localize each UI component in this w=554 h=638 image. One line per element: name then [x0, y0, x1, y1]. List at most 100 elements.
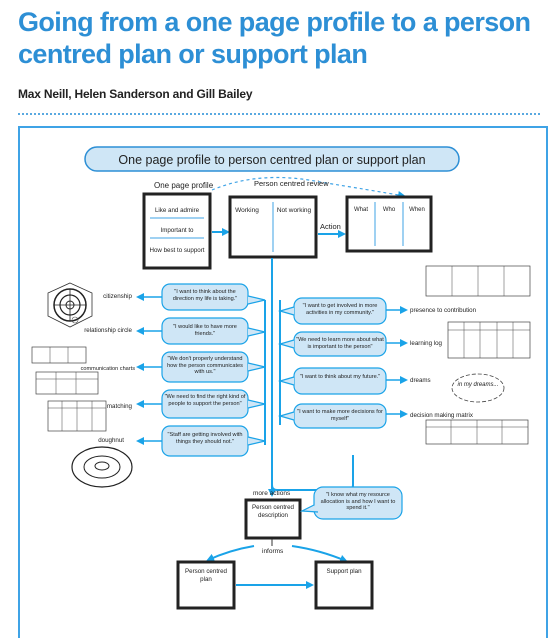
tool-presence-to-contribution: presence to contribution [410, 307, 477, 314]
right-quote-3: "I want to think about my future." [277, 367, 387, 395]
action-col-when: When [409, 207, 425, 213]
comm-chart-1 [31, 346, 87, 364]
title-line-1: Going from a one page profile to a perso… [18, 7, 531, 37]
informs-right-arrow [291, 545, 348, 563]
left-quote-4-text: "We need to find the right kind of peopl… [164, 394, 246, 407]
comm-chart-2 [35, 371, 99, 395]
resource-quote: "I know what my resource allocation is a… [299, 486, 403, 520]
banner-pill [84, 146, 460, 172]
page-title: Going from a one page profile to a perso… [18, 6, 548, 70]
doughnut-thumbnail [71, 446, 133, 488]
tool-citizenship: citizenship [103, 293, 132, 300]
right-quote-3-fo: "I want to think about my future." [299, 374, 381, 380]
resource-quote-text: "I know what my resource allocation is a… [320, 492, 396, 511]
review-dashed-arrow [211, 176, 406, 199]
right-quote-4-fo: "I want to make more decisions for mysel… [297, 409, 383, 422]
left-quote-1-text: "I want to think about the direction my … [172, 289, 238, 302]
doughnut-outer [71, 446, 133, 488]
left-quote-4-fo: "We need to find the right kind of peopl… [164, 394, 246, 407]
left-quote-3-fo: "We don't properly understand how the pe… [167, 356, 243, 375]
right-quote-2-text: "We need to learn more about what is imp… [296, 337, 384, 350]
person-centred-plan-box: Person centred plan [176, 560, 236, 610]
tool-dreams: dreams [410, 377, 431, 384]
decision-matrix-thumbnail [425, 419, 529, 445]
left-quote-5-tail [247, 436, 266, 446]
banner-text: One page profile to person centred plan … [118, 153, 425, 167]
support-plan-box-outline [314, 560, 374, 610]
doughnut-mid [83, 455, 121, 479]
citizenship-thumbnail [47, 282, 93, 328]
dreams-cloud [451, 373, 505, 403]
right-quote-2-tail [277, 339, 295, 349]
left-quote-5-text: "Staff are getting involved with things … [167, 432, 243, 445]
title-line-2: centred plan or support plan [18, 39, 368, 69]
tool-relationship-circle: relationship circle [84, 327, 132, 334]
right-quote-1: "I want to get involved in more activiti… [277, 297, 387, 325]
more-actions-label: more actions [253, 490, 291, 497]
tool-doughnut: doughnut [98, 437, 124, 444]
matching-thumbnail [47, 400, 107, 432]
tool-learning-log: learning log [410, 340, 443, 347]
left-quote-2-text: "I would like to have more friends." [173, 324, 237, 337]
pcp-label: Person centred plan [185, 568, 227, 583]
learning-log-chart [447, 321, 531, 359]
support-plan-label: Support plan [326, 568, 362, 575]
action-box: What Who When [345, 195, 433, 253]
action-col-what: What [354, 207, 368, 213]
right-quote-1-fo: "I want to get involved in more activiti… [302, 303, 378, 316]
left-quote-1: "I want to think about the direction my … [161, 283, 266, 311]
left-quote-5-fo: "Staff are getting involved with things … [167, 432, 243, 445]
left-quote-2-tail [247, 327, 266, 337]
pcr-label: Person centred review [254, 179, 329, 188]
right-quote-1-text: "I want to get involved in more activiti… [302, 303, 378, 316]
left-quote-2: "I would like to have more friends." [161, 317, 266, 345]
left-quote-4-tail [247, 399, 266, 409]
one-page-profile-label: One page profile [154, 181, 214, 190]
pcd-label: Person centred description [252, 504, 294, 519]
right-quote-2: "We need to learn more about what is imp… [277, 331, 387, 357]
left-quote-3-text: "We don't properly understand how the pe… [167, 356, 243, 375]
left-quote-5: "Staff are getting involved with things … [161, 425, 266, 457]
citizenship-hex [47, 282, 93, 328]
right-quote-1-tail [277, 306, 295, 316]
action-col-who: Who [383, 207, 396, 213]
dotted-divider [18, 113, 540, 115]
right-quote-3-tail [277, 376, 295, 386]
right-quote-3-text: "I want to think about my future." [299, 374, 381, 380]
resource-quote-fo: "I know what my resource allocation is a… [320, 492, 396, 511]
tool-matching: matching [107, 403, 133, 410]
person-centred-description-box: Person centred description [244, 498, 302, 540]
presence-thumbnail [425, 265, 531, 297]
action-label: Action [320, 222, 341, 231]
dreams-cloud-text: in my dreams... [457, 382, 498, 388]
doughnut-core [94, 461, 110, 471]
opp-item-like: Like and admire [155, 207, 200, 214]
diagram-canvas: One page profile to person centred plan … [31, 146, 531, 610]
informs-left-arrow [206, 545, 255, 562]
review-col-working: Working [235, 207, 259, 214]
support-plan-box: Support plan [314, 560, 374, 610]
learning-log-thumbnail [447, 321, 531, 359]
review-col-not-working: Not working [277, 207, 312, 214]
left-quote-1-tail [247, 295, 266, 305]
tool-decision-making-matrix: decision making matrix [410, 412, 474, 419]
left-quote-2-fo: "I would like to have more friends." [173, 324, 237, 337]
person-centred-review-box: Working Not working [228, 195, 318, 259]
tool-communication-charts: communication charts [81, 366, 136, 372]
left-quote-1-fo: "I want to think about the direction my … [172, 289, 238, 302]
communication-charts-thumbnail [31, 346, 99, 395]
pcd-fo: Person centred description [252, 504, 294, 519]
opp-item-support: How best to support [149, 247, 204, 254]
rel-dot [71, 316, 79, 324]
left-quote-3: "We don't properly understand how the pe… [161, 351, 266, 383]
opp-box-outline [142, 192, 212, 270]
right-quote-4-tail [277, 411, 295, 421]
opp-item-important: Important to [160, 227, 194, 234]
right-quote-2-fo: "We need to learn more about what is imp… [296, 337, 384, 350]
dreams-thumbnail: in my dreams... [451, 373, 505, 403]
relationship-circle-thumbnail [71, 316, 79, 324]
support-plan-fo: Support plan [326, 568, 362, 575]
banner: One page profile to person centred plan … [84, 146, 460, 172]
left-quote-3-tail [247, 362, 266, 372]
authors: Max Neill, Helen Sanderson and Gill Bail… [18, 87, 253, 101]
